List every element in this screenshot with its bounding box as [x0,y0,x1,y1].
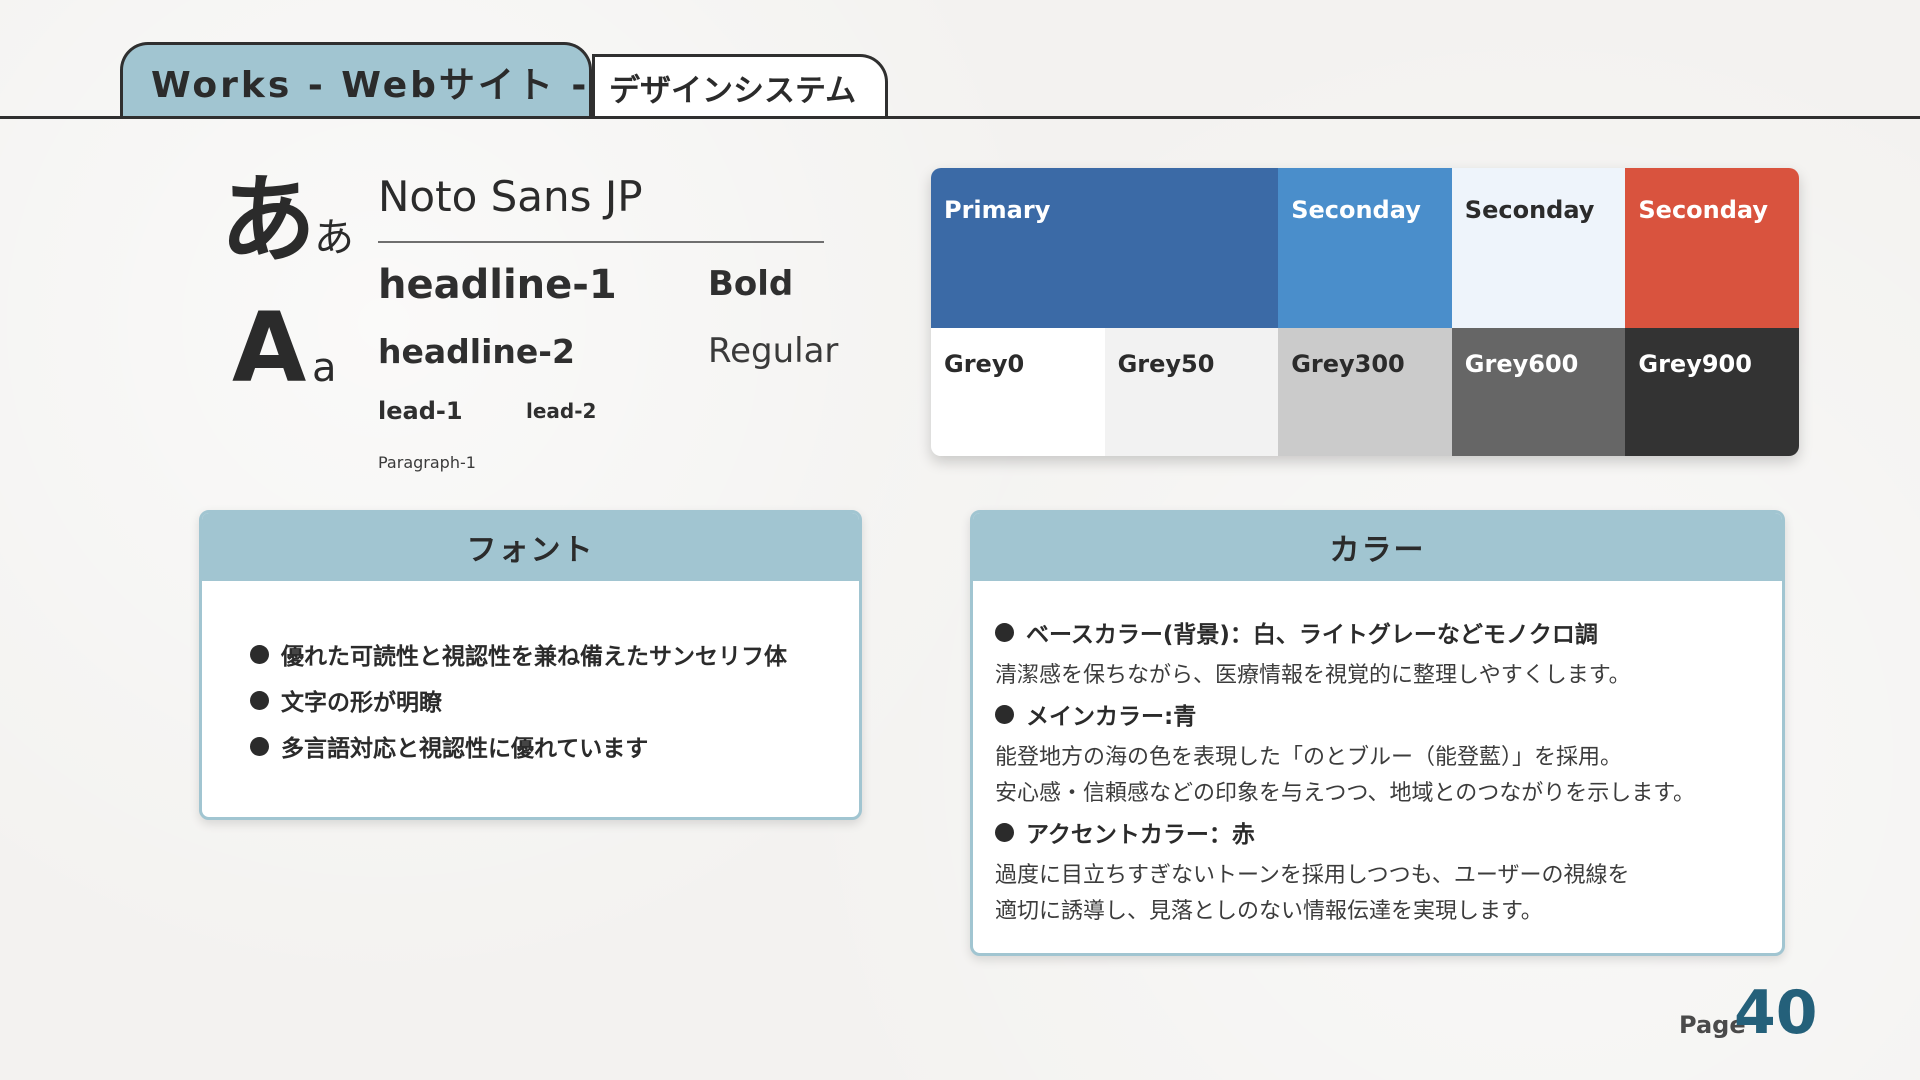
header-divider [0,116,1920,119]
swatch-secondary-light: Seconday [1451,168,1626,328]
swatch-grey600: Grey600 [1451,328,1626,456]
base-color-heading-text: ベースカラー(背景)：白、ライトグレーなどモノクロ調 [1026,622,1598,648]
swatch-grey0: Grey0 [931,328,1105,456]
font-name-divider [378,241,824,243]
glyph-hiragana-large: あ [220,164,316,276]
glyph-latin-large: A [232,292,307,404]
weight-regular-label: Regular [708,331,839,371]
color-card: カラー ベースカラー(背景)：白、ライトグレーなどモノクロ調 清潔感を保ちながら… [970,510,1785,956]
color-palette: Primary Seconday Seconday Seconday Grey0… [931,168,1799,456]
font-bullet: 優れた可読性と視認性を兼ね備えたサンセリフ体 [250,637,787,671]
font-bullet: 文字の形が明瞭 [250,683,442,717]
accent-color-heading-text: アクセントカラー：赤 [1026,822,1255,848]
glyph-hiragana-small: あ [314,215,354,261]
tab-works-website[interactable]: Works - Webサイト - [120,42,592,118]
font-bullet: 多言語対応と視認性に優れています [250,729,648,763]
page-label: Page [1679,1011,1746,1039]
font-bullet-text: 多言語対応と視認性に優れています [281,736,649,762]
accent-color-description-2: 適切に誘導し、見落としのない情報伝達を実現します。 [995,899,1543,924]
headline-2-sample: headline-2 [378,332,575,371]
glyph-latin-small: a [312,345,337,391]
bullet-dot-icon [250,644,269,664]
font-name: Noto Sans JP [378,172,643,221]
lead-1-sample: lead-1 [378,397,463,425]
bullet-dot-icon [250,690,269,710]
bullet-dot-icon [250,736,269,756]
bullet-dot-icon [995,622,1014,642]
tab-design-system[interactable]: デザインシステム [592,54,888,118]
base-color-heading: ベースカラー(背景)：白、ライトグレーなどモノクロ調 [995,615,1598,649]
font-bullet-text: 文字の形が明瞭 [281,690,442,716]
accent-color-heading: アクセントカラー：赤 [995,815,1255,849]
bullet-dot-icon [995,704,1014,724]
accent-color-description-1: 過度に目立ちすぎないトーンを採用しつつも、ユーザーの視線を [995,863,1630,888]
main-color-description-1: 能登地方の海の色を表現した「のとブルー（能登藍）」を採用。 [995,745,1623,770]
headline-1-sample: headline-1 [378,262,617,308]
main-color-heading-text: メインカラー:青 [1026,704,1197,730]
base-color-description: 清潔感を保ちながら、医療情報を視覚的に整理しやすくします。 [995,663,1631,688]
swatch-grey50: Grey50 [1104,328,1279,456]
main-color-description-2: 安心感・信頼感などの印象を与えつつ、地域とのつながりを示します。 [995,781,1696,806]
weight-bold-label: Bold [708,264,794,304]
bullet-dot-icon [995,822,1014,842]
swatch-secondary-red: Seconday [1625,168,1799,328]
page-number: 40 [1734,978,1818,1048]
font-card-title: フォント [202,513,859,581]
font-bullet-text: 優れた可読性と視認性を兼ね備えたサンセリフ体 [281,644,787,670]
lead-2-sample: lead-2 [526,399,597,423]
paragraph-1-sample: Paragraph-1 [378,453,476,472]
swatch-grey900: Grey900 [1625,328,1799,456]
main-color-heading: メインカラー:青 [995,697,1196,731]
swatch-secondary-blue: Seconday [1278,168,1452,328]
swatch-primary: Primary [931,168,1279,328]
font-card: フォント 優れた可読性と視認性を兼ね備えたサンセリフ体 文字の形が明瞭 多言語対… [199,510,862,820]
color-card-title: カラー [973,513,1782,581]
swatch-grey300: Grey300 [1278,328,1452,456]
